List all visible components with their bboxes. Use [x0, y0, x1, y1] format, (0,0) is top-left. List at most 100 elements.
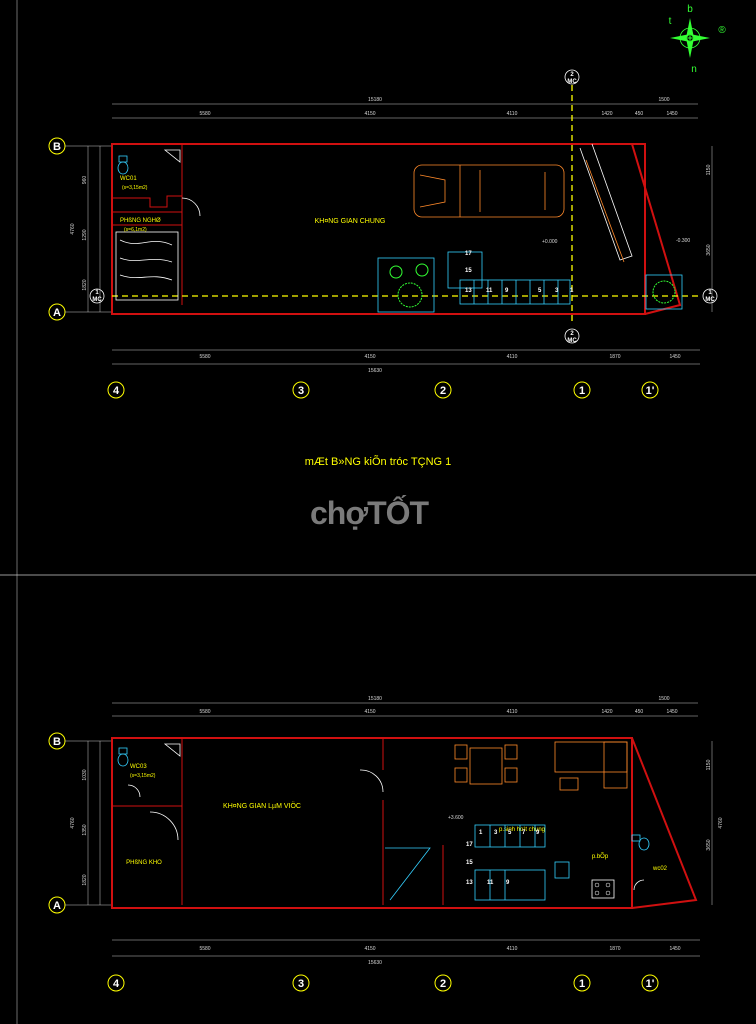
- watermark-part2: TỐT: [367, 495, 429, 531]
- plan1-wc01-area: (s=3,15m2): [122, 185, 148, 191]
- grid-label: 1: [579, 385, 585, 397]
- plan1-wc01-toilet-icon: [117, 149, 181, 175]
- plan1-grid-axes: 4 3 2 1 1': [107, 381, 659, 399]
- plan1-side-planter-icon: [645, 274, 683, 310]
- stair-number: 9: [506, 880, 510, 886]
- compass-north-label: b: [687, 4, 693, 15]
- svg-text:1290: 1290: [82, 229, 88, 240]
- watermark-part1: chợ: [310, 495, 368, 531]
- plan1-section-marker-bottom: 2 MC: [564, 328, 580, 344]
- plan1-level-side: -0.300: [676, 238, 690, 244]
- svg-text:1: 1: [708, 290, 712, 296]
- plan2-wc03-area: (s=3,15m2): [130, 773, 156, 779]
- svg-text:15630: 15630: [368, 368, 382, 374]
- plan1-left-dimensions: 960 1290 1820 4760: [70, 146, 101, 312]
- plan1-top-d6: 1450: [666, 111, 677, 117]
- plan2-wc02-toilet-icon: [631, 834, 650, 891]
- chotot-watermark: chợTỐT: [310, 495, 429, 532]
- plan2-sinh-hoat-label: p.sinh ho¹t chung: [499, 827, 545, 833]
- plan1-wc01-label: WC01: [120, 176, 137, 182]
- svg-text:4110: 4110: [507, 946, 518, 952]
- floor-plan-2: 15180 5580 4150 4110 1420 450 1450 1500 …: [48, 696, 724, 992]
- grid-label: 4: [113, 978, 120, 990]
- plan2-door-arc-2: [359, 769, 384, 793]
- plan1-staircase: 17 15 13 11 9 5 3 1: [447, 251, 574, 305]
- grid-label: 3: [298, 978, 304, 990]
- plan1-bed-icon: [115, 231, 179, 301]
- plan1-ramp-icon: [579, 143, 633, 263]
- plan2-row-marker-b: B: [48, 732, 112, 750]
- plan1-top-d2: 4150: [364, 111, 375, 117]
- svg-text:1870: 1870: [609, 354, 620, 360]
- plan2-lam-viec-label: KH¤NG GIAN LµM VIÖC: [223, 802, 301, 810]
- svg-text:2: 2: [570, 72, 574, 78]
- grid-label: 4: [113, 385, 120, 397]
- plan2-kitchen-counter-icon: [554, 861, 615, 899]
- compass-rose-icon: b t ® n: [669, 4, 727, 75]
- svg-text:1500: 1500: [658, 696, 669, 702]
- plan1-outer-wall: [111, 143, 646, 315]
- stair-number: 15: [466, 860, 473, 866]
- stair-number: 5: [538, 288, 542, 294]
- svg-text:1820: 1820: [82, 874, 88, 885]
- plan1-title: mÆt B»NG kiÕn tróc TÇNG 1: [305, 455, 452, 468]
- plan2-row-marker-a: A: [48, 896, 112, 914]
- plan2-outer-wall: [111, 737, 633, 909]
- svg-text:4110: 4110: [507, 354, 518, 360]
- plan1-car-icon: [413, 164, 565, 218]
- stair-number: 17: [465, 251, 472, 257]
- plan1-row-marker-b: B: [48, 137, 112, 155]
- svg-text:1450: 1450: [669, 354, 680, 360]
- plan1-door-arc: [181, 197, 201, 217]
- stair-number: 5: [508, 830, 512, 836]
- svg-text:MC: MC: [567, 338, 577, 344]
- plan1-top-d5: 450: [635, 111, 644, 117]
- plan2-grid-axes: 4 3 2 1 1': [107, 974, 659, 992]
- plan2-dining-table-icon: [454, 744, 518, 785]
- svg-text:1420: 1420: [601, 709, 612, 715]
- plan1-level-main: +0.000: [542, 239, 558, 245]
- svg-text:1150: 1150: [706, 164, 712, 175]
- svg-text:15180: 15180: [368, 696, 382, 702]
- svg-text:1150: 1150: [706, 759, 712, 770]
- svg-text:4150: 4150: [364, 709, 375, 715]
- grid-label: 1: [579, 978, 585, 990]
- svg-text:1450: 1450: [666, 709, 677, 715]
- stair-number: 3: [494, 830, 498, 836]
- plan1-section-marker-right: 1 MC: [702, 288, 718, 304]
- plan1-top-d4: 1420: [601, 111, 612, 117]
- plan2-wc03-toilet-icon: [117, 743, 181, 798]
- stair-number: 3: [555, 288, 559, 294]
- svg-text:5580: 5580: [199, 709, 210, 715]
- plan1-bottom-dimensions: 5580 4150 4110 1870 1450 15630: [112, 349, 700, 374]
- compass-south-label: n: [691, 64, 697, 75]
- svg-text:4760: 4760: [718, 817, 724, 828]
- svg-text:450: 450: [635, 709, 644, 715]
- grid-label: 1': [646, 385, 655, 397]
- plan1-phong-nghi-area: (s=6,1m2): [124, 227, 147, 233]
- plan2-level-main: +3.600: [448, 815, 464, 821]
- svg-text:4760: 4760: [70, 817, 76, 828]
- plan1-section-marker-left: 1 MC: [89, 288, 105, 304]
- svg-text:5580: 5580: [199, 354, 210, 360]
- svg-text:1: 1: [95, 290, 99, 296]
- svg-text:1030: 1030: [82, 769, 88, 780]
- plan1-section-marker-top: 2 MC: [564, 69, 580, 85]
- compass-west-label: t: [669, 16, 672, 27]
- plan1-planter-icon: [377, 257, 435, 313]
- svg-text:1350: 1350: [82, 824, 88, 835]
- svg-text:A: A: [53, 900, 61, 912]
- grid-label: 2: [440, 978, 446, 990]
- plan2-phong-kho-label: PHßNG KHO: [126, 860, 162, 866]
- compass-east-label: ®: [718, 25, 726, 36]
- svg-text:MC: MC: [567, 79, 577, 85]
- plan2-sofa-icon: [554, 741, 628, 791]
- stair-number: 17: [466, 842, 473, 848]
- plan2-top-dimensions: 15180 5580 4150 4110 1420 450 1450 1500: [112, 696, 698, 717]
- svg-text:15630: 15630: [368, 960, 382, 966]
- svg-text:A: A: [53, 307, 61, 319]
- plan2-right-dimensions: 1150 3650 4760: [706, 741, 724, 905]
- plan2-door-arc: [149, 811, 179, 841]
- svg-text:3650: 3650: [706, 839, 712, 850]
- svg-text:2: 2: [570, 331, 574, 337]
